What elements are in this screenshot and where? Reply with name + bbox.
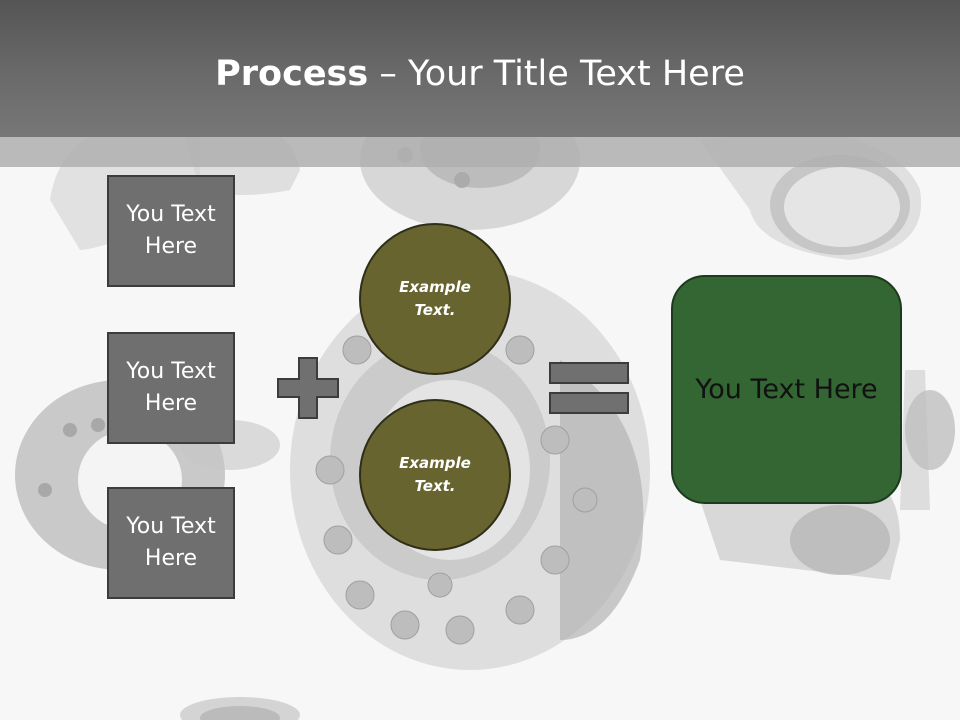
title-bar-strip (0, 137, 960, 167)
example-circle-1[interactable]: Example Text. (359, 223, 511, 375)
result-box[interactable]: You Text Here (671, 275, 902, 504)
plus-icon (277, 357, 339, 419)
title-bar (0, 0, 960, 137)
example-circle-2[interactable]: Example Text. (359, 399, 511, 551)
slide-title-rest: – Your Title Text Here (368, 54, 745, 94)
example-circle-label: Example Text. (399, 454, 471, 495)
input-box-label: You Text Here (126, 202, 216, 259)
input-box-2[interactable]: You Text Here (107, 332, 235, 444)
input-box-1[interactable]: You Text Here (107, 175, 235, 287)
slide-title[interactable]: Process – Your Title Text Here (0, 52, 960, 96)
slide-title-bold: Process (215, 54, 369, 94)
input-box-label: You Text Here (126, 514, 216, 571)
result-box-label: You Text Here (695, 373, 878, 405)
example-circle-label: Example Text. (399, 278, 471, 319)
input-box-label: You Text Here (126, 359, 216, 416)
equals-icon (549, 362, 629, 414)
input-box-3[interactable]: You Text Here (107, 487, 235, 599)
